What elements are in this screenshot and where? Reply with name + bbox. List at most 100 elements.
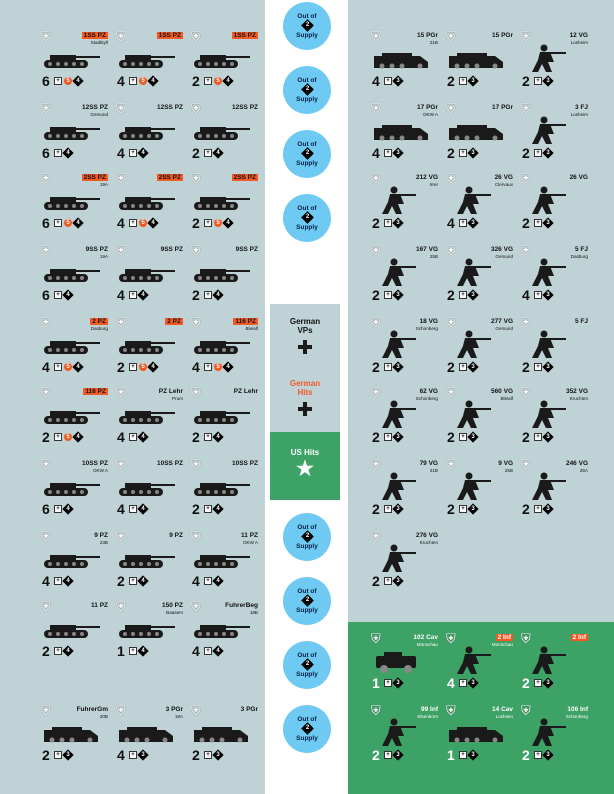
movement-diamond-icon: 3 [542, 289, 554, 301]
infantry-icon [532, 400, 566, 428]
unit-emblem-icon: ⛨ [521, 631, 531, 646]
unit-emblem-icon: ⛨ [371, 529, 381, 544]
plus-icon: + [54, 647, 62, 655]
unit-name: 26 VG [494, 174, 513, 181]
movement-diamond-icon: 3 [467, 677, 479, 689]
unit-emblem-icon: ⛨ [116, 315, 126, 330]
plus-icon: + [384, 149, 392, 157]
unit-name: 2 Inf [570, 634, 588, 641]
movement-value: 4 [151, 78, 155, 84]
movement-diamond-icon: 3 [62, 749, 74, 761]
plus-icon: + [534, 219, 542, 227]
tank-icon [194, 483, 250, 496]
unit-badges: +3 [534, 217, 554, 229]
red-factor-badge: 5 [139, 219, 147, 227]
german-vps-line2: VPs [297, 325, 313, 335]
unit-name: 352 VG [565, 388, 588, 395]
movement-value: 3 [546, 220, 550, 226]
unit-location: Schonberg [565, 714, 588, 719]
german-hits-marker[interactable]: German Hits [270, 368, 340, 432]
infantry-icon [457, 400, 491, 428]
tank-icon [194, 197, 250, 210]
unit-strength: 2 [192, 501, 200, 517]
oos-number: 2 [305, 86, 309, 92]
us-hits-marker[interactable]: US Hits ★ [270, 432, 340, 500]
tank-icon [119, 483, 175, 496]
unit-name: 3 FJ [574, 104, 588, 111]
unit-location: Gemund [90, 112, 108, 117]
german-vps-marker[interactable]: German VPs [270, 304, 340, 368]
unit-name: 12SS PZ [231, 104, 258, 111]
unit-badges: +3 [534, 749, 554, 761]
unit-name: 9SS PZ [160, 246, 183, 253]
unit-strength: 2 [447, 145, 455, 161]
